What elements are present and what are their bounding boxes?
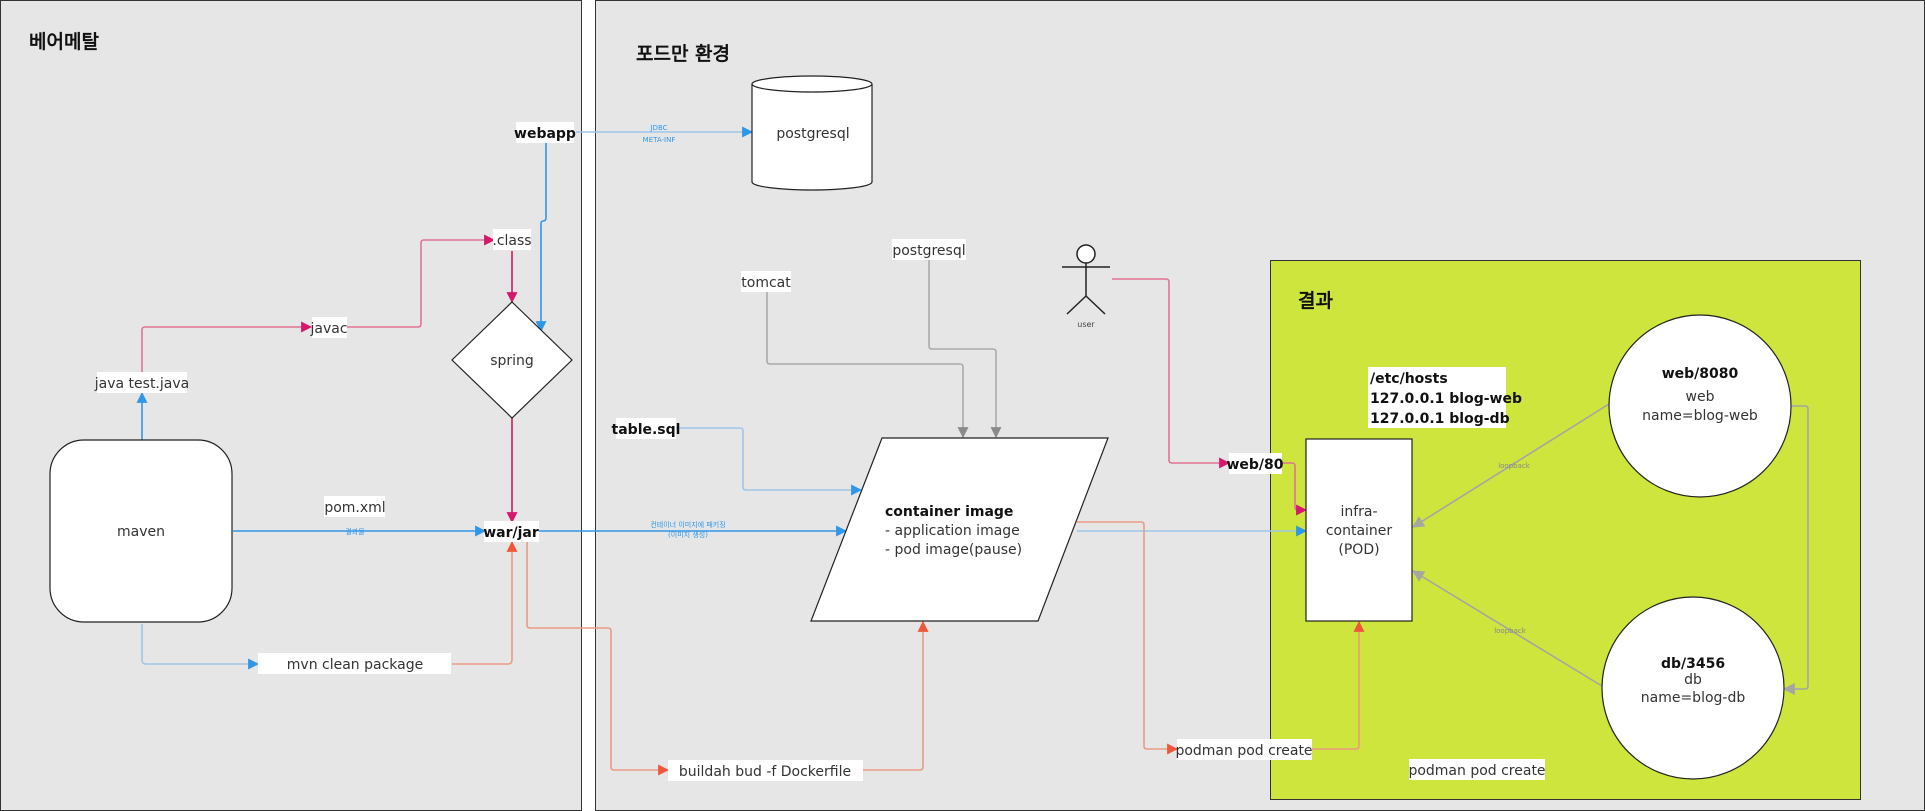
edge-tomcat-containerimage xyxy=(766,292,969,439)
edge-containerimage-podman xyxy=(1077,521,1179,755)
container-image-line1: - application image xyxy=(885,523,1020,539)
webapp-label: webapp xyxy=(514,126,576,142)
packaging-label-1: 컨테이너 이미지에 패키징 xyxy=(650,520,725,529)
packaging-label-2: (이미지 생성) xyxy=(668,530,708,539)
edge-podman-infra xyxy=(1312,620,1365,750)
postgresql-db-node xyxy=(751,75,873,191)
result-podman-label: podman pod create xyxy=(1408,763,1545,779)
hosts-line2: 127.0.0.1 blog-web xyxy=(1370,391,1522,407)
container-image-line2: - pod image(pause) xyxy=(885,542,1022,558)
edge-postgresqlimg-containerimage xyxy=(928,258,1002,439)
edge-javatest-javac xyxy=(141,321,313,372)
db3456-line1: db xyxy=(1684,672,1702,688)
class-label: .class xyxy=(492,233,531,249)
buildah-label: buildah bud -f Dockerfile xyxy=(679,764,851,780)
baremetal-panel xyxy=(0,0,582,811)
edge-tablesql-containerimage xyxy=(676,427,863,496)
edge-user-web80 xyxy=(1112,278,1231,469)
web8080-node xyxy=(1608,314,1792,498)
javac-label: javac xyxy=(309,321,347,337)
meta-inf-label: META-INF xyxy=(643,136,676,144)
mvn-clean-label: mvn clean package xyxy=(287,657,423,673)
db3456-title: db/3456 xyxy=(1661,656,1725,672)
edge-web8080-db3456 xyxy=(1782,405,1809,695)
db3456-node xyxy=(1601,596,1785,780)
container-image-title: container image xyxy=(885,504,1013,520)
loopback-bottom-label: loopback xyxy=(1494,627,1527,635)
postgresql-db-label: postgresql xyxy=(776,126,849,142)
edge-web8080-infra xyxy=(1411,403,1610,528)
podman-pod-create-label: podman pod create xyxy=(1175,743,1312,759)
edge-javac-class xyxy=(345,234,496,328)
pom-label: pom.xml xyxy=(324,500,385,516)
db3456-line2: name=blog-db xyxy=(1641,690,1746,706)
hosts-line3: 127.0.0.1 blog-db xyxy=(1370,411,1510,427)
baremetal-title: 베어메탈 xyxy=(29,31,99,53)
maven-node xyxy=(49,439,233,623)
edge-maven-mvnclean xyxy=(141,624,260,670)
result-product-label: 결과물 xyxy=(345,527,365,536)
infra-container-node xyxy=(1305,438,1413,622)
maven-label: maven xyxy=(117,524,165,540)
infra-line2: container xyxy=(1326,523,1393,539)
edge-web80-infra xyxy=(1282,462,1308,516)
spring-label: spring xyxy=(490,353,534,369)
warjar-label: war/jar xyxy=(483,525,539,541)
user-icon xyxy=(1062,244,1110,315)
tomcat-label: tomcat xyxy=(741,275,791,291)
web8080-line1: web xyxy=(1686,389,1715,405)
edge-mvnclean-warjar xyxy=(452,540,518,665)
edge-db3456-infra xyxy=(1411,570,1603,687)
spring-node xyxy=(451,301,573,419)
edge-warjar-buildah xyxy=(526,542,670,776)
web80-label: web/80 xyxy=(1226,457,1283,473)
java-test-label: java test.java xyxy=(94,376,189,392)
infra-line1: infra- xyxy=(1340,504,1377,520)
table-sql-label: table.sql xyxy=(612,422,681,438)
edge-buildah-containerimage xyxy=(863,620,929,771)
jdbc-label: JDBC xyxy=(649,124,667,132)
result-title: 결과 xyxy=(1298,290,1333,312)
web8080-title: web/8080 xyxy=(1662,366,1739,382)
podman-title: 포드만 환경 xyxy=(636,43,730,65)
postgresql-img-label: postgresql xyxy=(892,243,965,259)
infra-line3: (POD) xyxy=(1338,542,1379,558)
edge-webapp-spring xyxy=(535,142,547,333)
web8080-line2: name=blog-web xyxy=(1642,408,1758,424)
user-label: user xyxy=(1077,320,1095,329)
loopback-top-label: loopback xyxy=(1498,462,1531,470)
container-image-node xyxy=(810,437,1109,622)
hosts-line1: /etc/hosts xyxy=(1370,371,1448,387)
